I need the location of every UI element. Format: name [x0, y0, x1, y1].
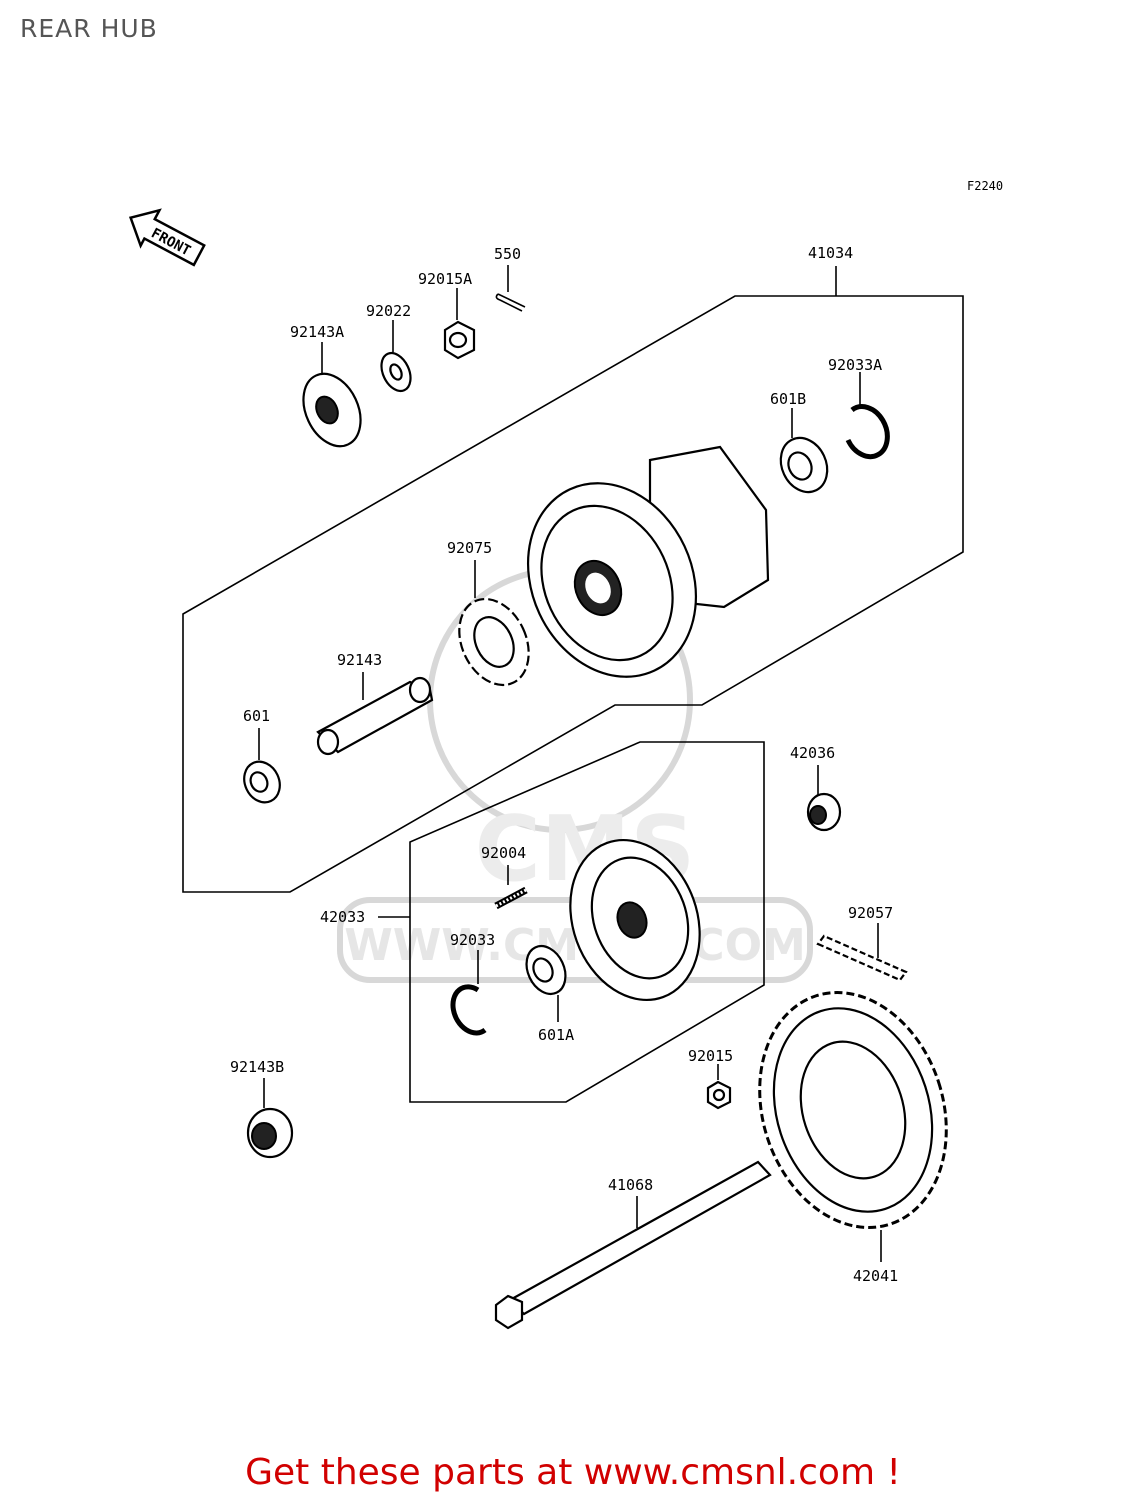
- collar-92143A: [302, 342, 362, 448]
- assembly-outline-42033: [409, 741, 765, 1103]
- bearing-601A: [525, 944, 567, 1022]
- label-92015A: 92015A: [418, 270, 472, 288]
- label-41034: 41034: [808, 244, 853, 262]
- label-601B: 601B: [770, 390, 806, 408]
- chain-92057: [816, 923, 908, 982]
- label-601: 601: [243, 707, 270, 725]
- assembly-outline-41034: [182, 295, 964, 893]
- spacer-92143: [316, 672, 434, 756]
- label-42036: 42036: [790, 744, 835, 762]
- circlip-92033: [450, 950, 487, 1036]
- footer-link[interactable]: Get these parts at www.cmsnl.com !: [245, 1452, 901, 1493]
- circlip-92033A: [845, 372, 890, 460]
- axle-41068: [494, 1160, 772, 1330]
- label-550: 550: [494, 245, 521, 263]
- castle-nut-92015A: [443, 288, 476, 360]
- sprocket-coupling-42033: [569, 838, 701, 1002]
- label-92143: 92143: [337, 651, 382, 669]
- label-92143B: 92143B: [230, 1058, 284, 1076]
- label-92057: 92057: [848, 904, 893, 922]
- collar-92143B: [246, 1078, 294, 1159]
- label-41068: 41068: [608, 1176, 653, 1194]
- label-42041: 42041: [853, 1267, 898, 1285]
- bushing-42036: [806, 765, 842, 832]
- stud-92004: [494, 865, 528, 910]
- cotter-pin-550: [495, 265, 526, 312]
- rear-hub-41034: [526, 445, 770, 678]
- label-92022: 92022: [366, 302, 411, 320]
- rear-sprocket-42041: [758, 991, 948, 1262]
- label-92075: 92075: [447, 539, 492, 557]
- label-92143A: 92143A: [290, 323, 344, 341]
- figure-code: F2240: [967, 179, 1003, 193]
- label-92004: 92004: [481, 844, 526, 862]
- label-42033: 42033: [320, 908, 365, 926]
- label-92033: 92033: [450, 931, 495, 949]
- label-601A: 601A: [538, 1026, 574, 1044]
- damper-92075: [458, 560, 530, 687]
- washer-92022: [380, 320, 412, 393]
- nut-92015: [706, 1064, 732, 1110]
- page-title: REAR HUB: [20, 14, 158, 43]
- front-arrow-icon: FRONT: [128, 208, 206, 267]
- bearing-601: [243, 728, 281, 804]
- label-92033A: 92033A: [828, 356, 882, 374]
- label-92015: 92015: [688, 1047, 733, 1065]
- bearing-601B: [779, 408, 829, 494]
